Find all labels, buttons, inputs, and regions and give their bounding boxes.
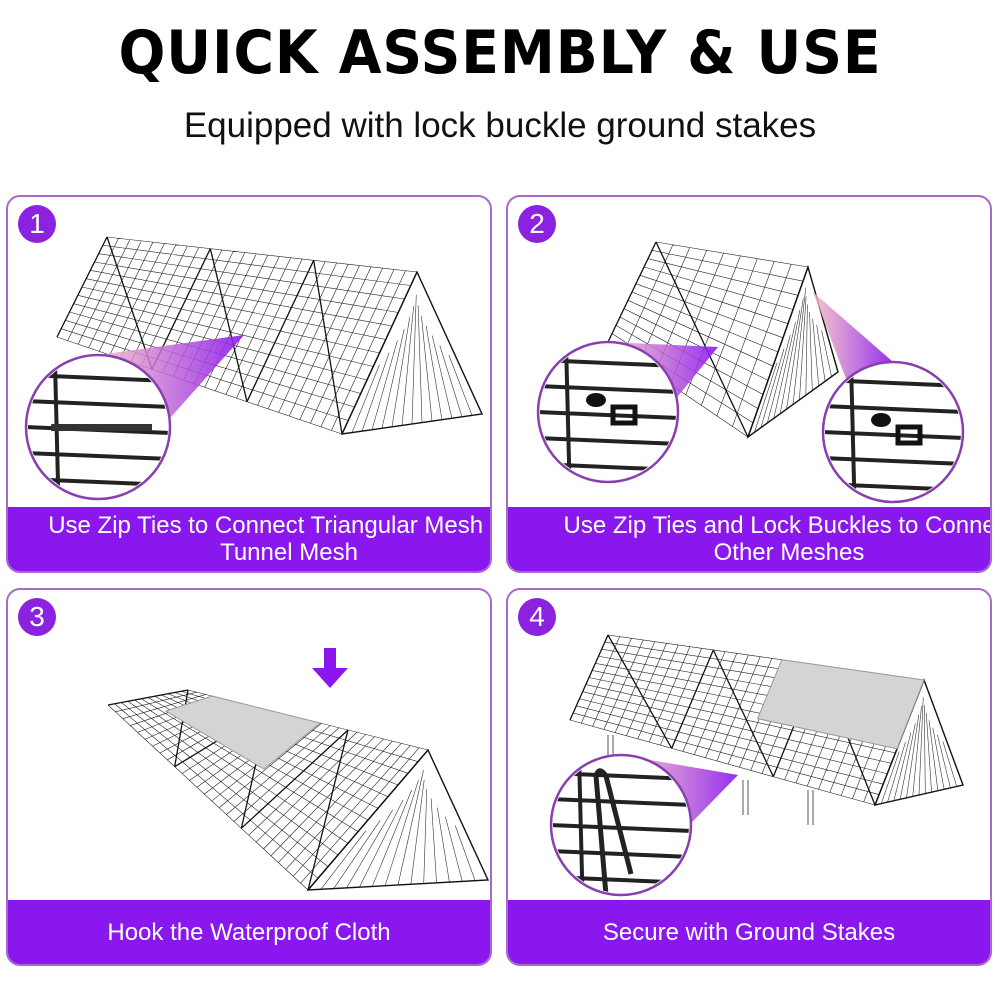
zip-detail <box>28 357 168 497</box>
step-number-badge: 3 <box>18 598 56 636</box>
step-caption: Use Zip Ties and Lock Buckles to Connect… <box>508 507 990 571</box>
mesh-tunnel-illustration <box>549 634 964 897</box>
mesh-tunnel-illustration <box>24 236 484 501</box>
wire-tunnel <box>607 241 839 439</box>
wire-tunnel <box>56 236 484 435</box>
page-subtitle: Equipped with lock buckle ground stakes <box>183 106 817 145</box>
waterproof-cloth <box>756 659 925 750</box>
detail-magnifier-circle <box>536 340 680 484</box>
buckle-detail <box>825 364 961 500</box>
step-caption: Secure with Ground Stakes <box>508 900 990 964</box>
mesh-tunnel-illustration <box>107 648 490 891</box>
step-number-badge: 4 <box>518 598 556 636</box>
step-panel-1: 1 Use Zip Ties to Connect Triangular Mes… <box>6 195 492 573</box>
stake-detail <box>553 757 689 893</box>
wire-tunnel <box>107 689 490 891</box>
detail-magnifier-circle <box>821 360 965 504</box>
step-number-badge: 1 <box>18 205 56 243</box>
step-panel-3: 3 Hook the Waterproof Cloth <box>6 588 492 966</box>
step-panel-4: 4 Secure with Ground Stakes <box>506 588 992 966</box>
mesh-tunnel-illustration <box>536 241 965 504</box>
step-panel-2: 2 Use Zip Ties and Lock Buckles to Conne… <box>506 195 992 573</box>
down-arrow-icon <box>312 648 348 688</box>
ground-stake <box>807 790 814 825</box>
waterproof-cloth <box>164 695 322 770</box>
step-number-badge: 2 <box>518 205 556 243</box>
step-caption: Use Zip Ties to Connect Triangular Mesh … <box>8 507 490 571</box>
ground-stake <box>742 780 749 815</box>
buckle-detail <box>540 344 676 480</box>
step-caption: Hook the Waterproof Cloth <box>8 900 490 964</box>
page-title: QUICK ASSEMBLY & USE <box>118 18 882 88</box>
